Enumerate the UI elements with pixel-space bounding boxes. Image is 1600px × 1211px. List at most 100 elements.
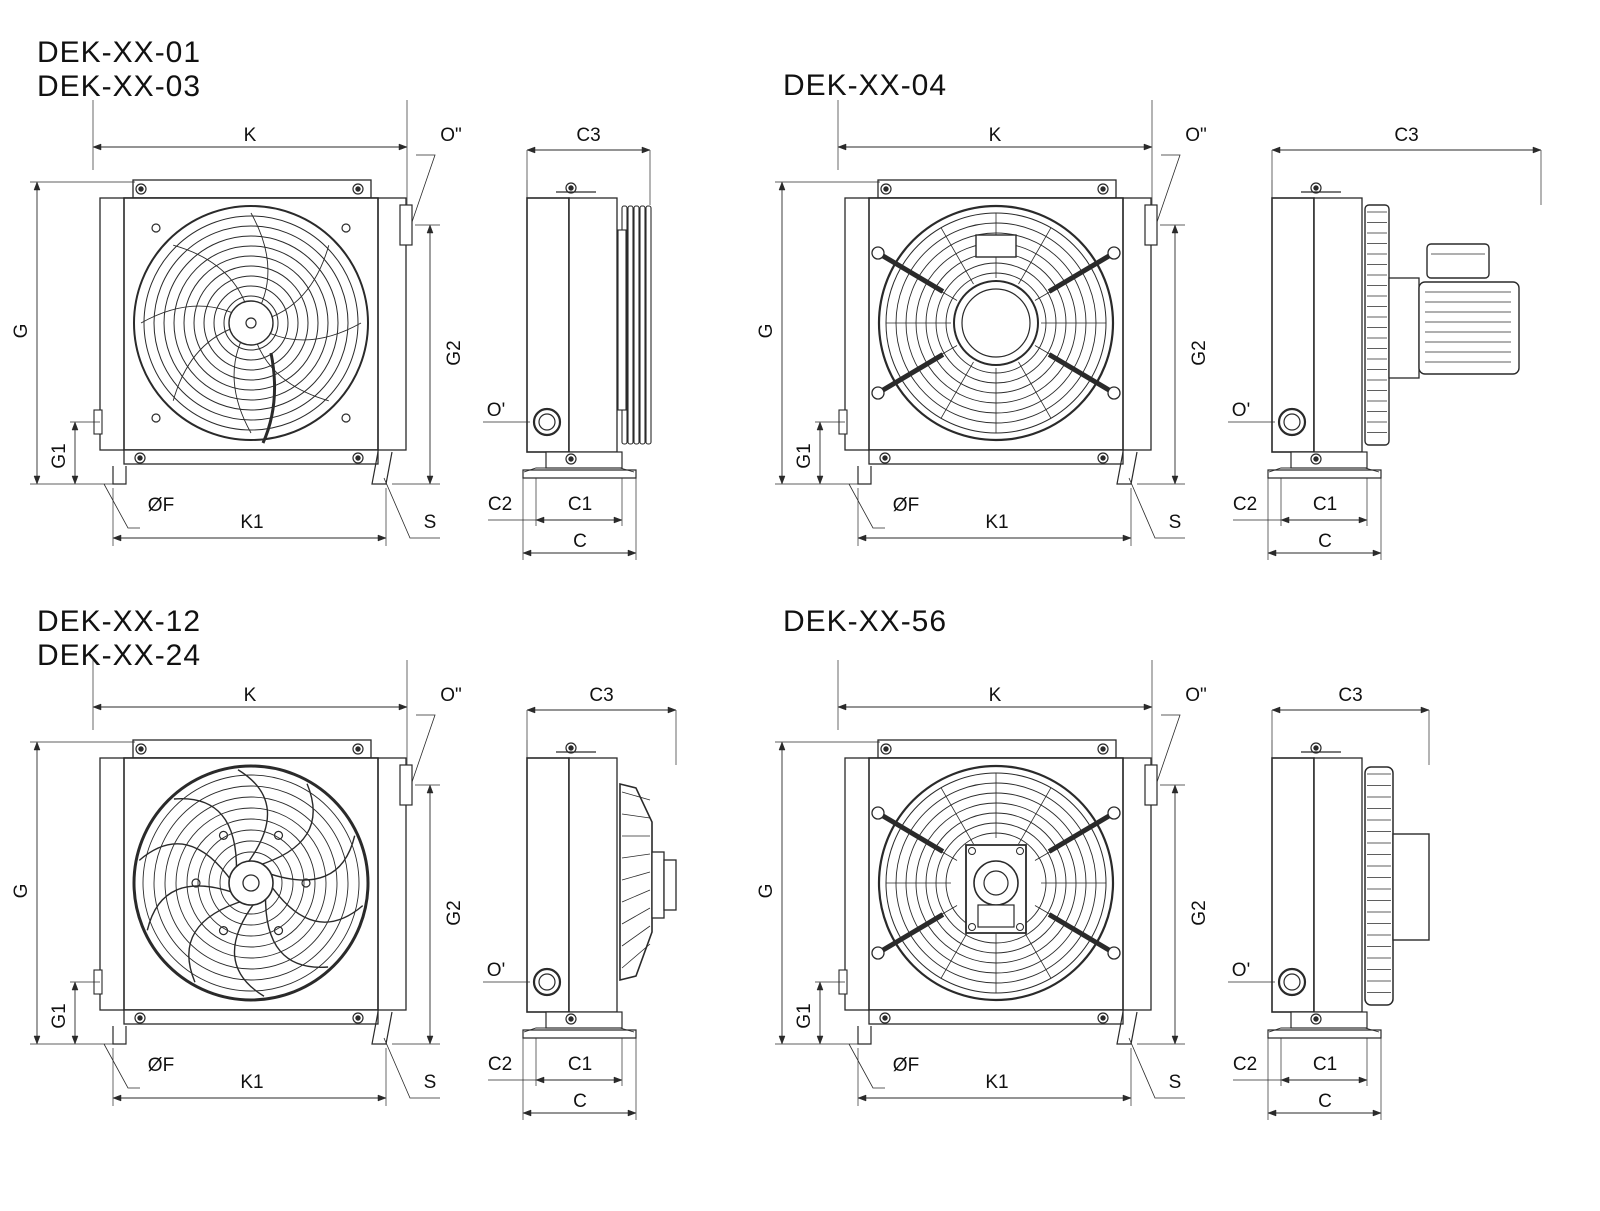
plate-lug — [977, 904, 1015, 928]
outlet-port — [399, 204, 413, 246]
dim-c1 — [1280, 1076, 1368, 1084]
leader-s — [383, 477, 440, 539]
dim-c3 — [526, 706, 677, 714]
block-rear — [1313, 197, 1363, 453]
outlet-port — [1144, 764, 1158, 806]
dim-k — [92, 143, 408, 151]
bottom-bracket — [1290, 451, 1368, 469]
leader-o-out — [1156, 154, 1181, 223]
label-c1: C1 — [1313, 1054, 1337, 1075]
label-c2: C2 — [1233, 494, 1257, 515]
bottom-bracket — [545, 451, 623, 469]
dim-c — [522, 1109, 637, 1117]
motor-flange — [1388, 277, 1420, 379]
label-c3: C3 — [1394, 125, 1418, 146]
motor-hub — [953, 280, 1039, 366]
dim-c — [1267, 549, 1382, 557]
terminal-box — [1426, 243, 1490, 279]
bottom-bracket — [545, 1011, 623, 1029]
leader-f — [103, 1043, 140, 1089]
foot-right — [371, 451, 393, 485]
foot-left — [112, 1026, 127, 1045]
dim-k1 — [112, 534, 387, 542]
label-g2: G2 — [1189, 900, 1210, 925]
dim-k1 — [857, 1094, 1132, 1102]
label-o-out: O" — [1185, 125, 1207, 146]
label-o-out: O" — [1185, 685, 1207, 706]
label-f: ØF — [148, 1055, 174, 1076]
dim-c3 — [1271, 146, 1542, 154]
base-plate — [1267, 1029, 1382, 1039]
top-bracket — [877, 179, 1117, 199]
title-line-2: DEK-XX-24 — [37, 639, 202, 672]
top-bracket — [132, 739, 372, 759]
title-line-1: DEK-XX-04 — [783, 69, 948, 102]
label-k1: K1 — [240, 512, 263, 533]
title-dek-56: DEK-XX-56 — [783, 605, 947, 639]
leader-s — [1128, 1037, 1185, 1099]
label-s: S — [1169, 1072, 1182, 1093]
dim-g — [778, 181, 786, 485]
label-g: G — [756, 324, 777, 339]
label-g1: G1 — [49, 1003, 70, 1028]
dim-g2 — [426, 224, 434, 485]
label-o-in: O' — [487, 400, 505, 421]
dim-g2 — [1171, 224, 1179, 485]
inlet-port — [1277, 967, 1307, 997]
dim-k — [837, 703, 1153, 711]
foot-right — [1116, 451, 1138, 485]
label-k: K — [244, 125, 257, 146]
leader-s — [1128, 477, 1185, 539]
top-bracket — [132, 179, 372, 199]
fan-grille-plate — [871, 764, 1121, 1002]
motor-body — [651, 851, 665, 919]
base-plate — [522, 469, 637, 479]
label-c3: C3 — [576, 125, 600, 146]
bottom-bracket — [123, 1009, 379, 1025]
block-rear — [568, 757, 618, 1013]
leader-o-out — [1156, 714, 1181, 783]
label-c: C — [1318, 1091, 1332, 1112]
dim-g — [778, 741, 786, 1045]
dim-g1 — [816, 981, 824, 1045]
label-f: ØF — [893, 495, 919, 516]
dim-g1 — [71, 421, 79, 485]
dim-c1 — [535, 1076, 623, 1084]
leader-f — [848, 483, 885, 529]
title-line-2: DEK-XX-03 — [37, 70, 202, 103]
leader-f — [848, 1043, 885, 1089]
label-c1: C1 — [1313, 494, 1337, 515]
leader-o-out — [411, 154, 436, 223]
label-g: G — [11, 324, 32, 339]
title-dek-01-03: DEK-XX-01 DEK-XX-03 — [37, 36, 201, 104]
bottom-bracket — [868, 1009, 1124, 1025]
foot-left — [112, 466, 127, 485]
dim-c1 — [535, 516, 623, 524]
dim-c3 — [526, 146, 651, 154]
dim-k1 — [857, 534, 1132, 542]
dim-g1 — [71, 981, 79, 1045]
label-c: C — [573, 531, 587, 552]
top-bracket — [877, 739, 1117, 759]
foot-right — [1116, 1011, 1138, 1045]
label-g1: G1 — [794, 443, 815, 468]
dim-c — [1267, 1109, 1382, 1117]
label-f: ØF — [893, 1055, 919, 1076]
label-g: G — [756, 884, 777, 899]
dim-k — [837, 143, 1153, 151]
label-g1: G1 — [794, 1003, 815, 1028]
label-c2: C2 — [1233, 1054, 1257, 1075]
label-s: S — [1169, 512, 1182, 533]
block-rear — [1313, 757, 1363, 1013]
motor-cap — [663, 859, 677, 911]
inlet-port — [532, 407, 562, 437]
dim-g2 — [426, 784, 434, 1045]
label-o-out: O" — [440, 685, 462, 706]
base-plate — [1267, 469, 1382, 479]
dim-g — [33, 181, 41, 485]
